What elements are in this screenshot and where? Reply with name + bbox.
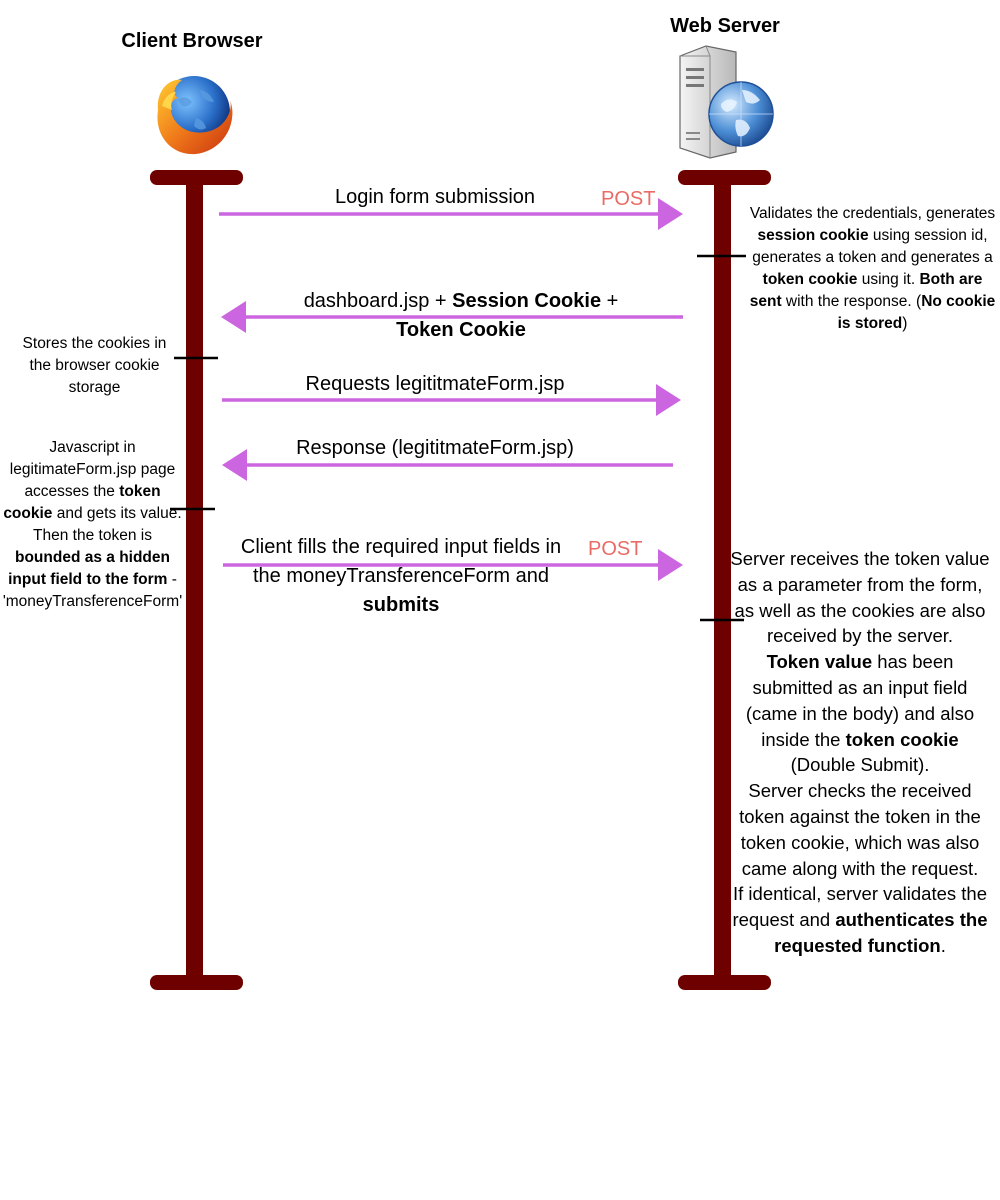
arrow-form-response xyxy=(222,449,673,481)
arrow-login-post xyxy=(219,198,683,230)
web-server-icon xyxy=(679,45,774,159)
msg-login-method: POST xyxy=(601,188,656,210)
msg-dashboard-label: dashboard.jsp + Session Cookie + Token C… xyxy=(303,290,619,341)
note-server-validate: Validates the credentials, generates ses… xyxy=(749,205,996,332)
client-browser-title: Client Browser xyxy=(121,30,263,52)
msg-login-label: Login form submission xyxy=(334,186,536,208)
arrow-submit-post xyxy=(223,549,683,581)
note-client-js: Javascript in legitimateForm.jsp page ac… xyxy=(2,439,183,610)
msg-request-form-label: Requests legititmateForm.jsp xyxy=(305,373,565,395)
msg-form-response-label: Response (legititmateForm.jsp) xyxy=(296,437,574,459)
note-client-store: Stores the cookies in the browser cookie… xyxy=(22,335,167,396)
client-lifeline xyxy=(150,170,243,990)
note-server-check: Server receives the token value as a par… xyxy=(730,548,990,956)
firefox-browser-icon xyxy=(157,76,233,155)
server-lifeline xyxy=(678,170,771,990)
msg-submit-method: POST xyxy=(588,538,643,560)
msg-submit-label: Client fills the required input fields i… xyxy=(240,536,562,616)
arrow-request-form xyxy=(222,384,681,416)
arrow-dashboard-response xyxy=(221,301,683,333)
web-server-title: Web Server xyxy=(670,15,780,37)
